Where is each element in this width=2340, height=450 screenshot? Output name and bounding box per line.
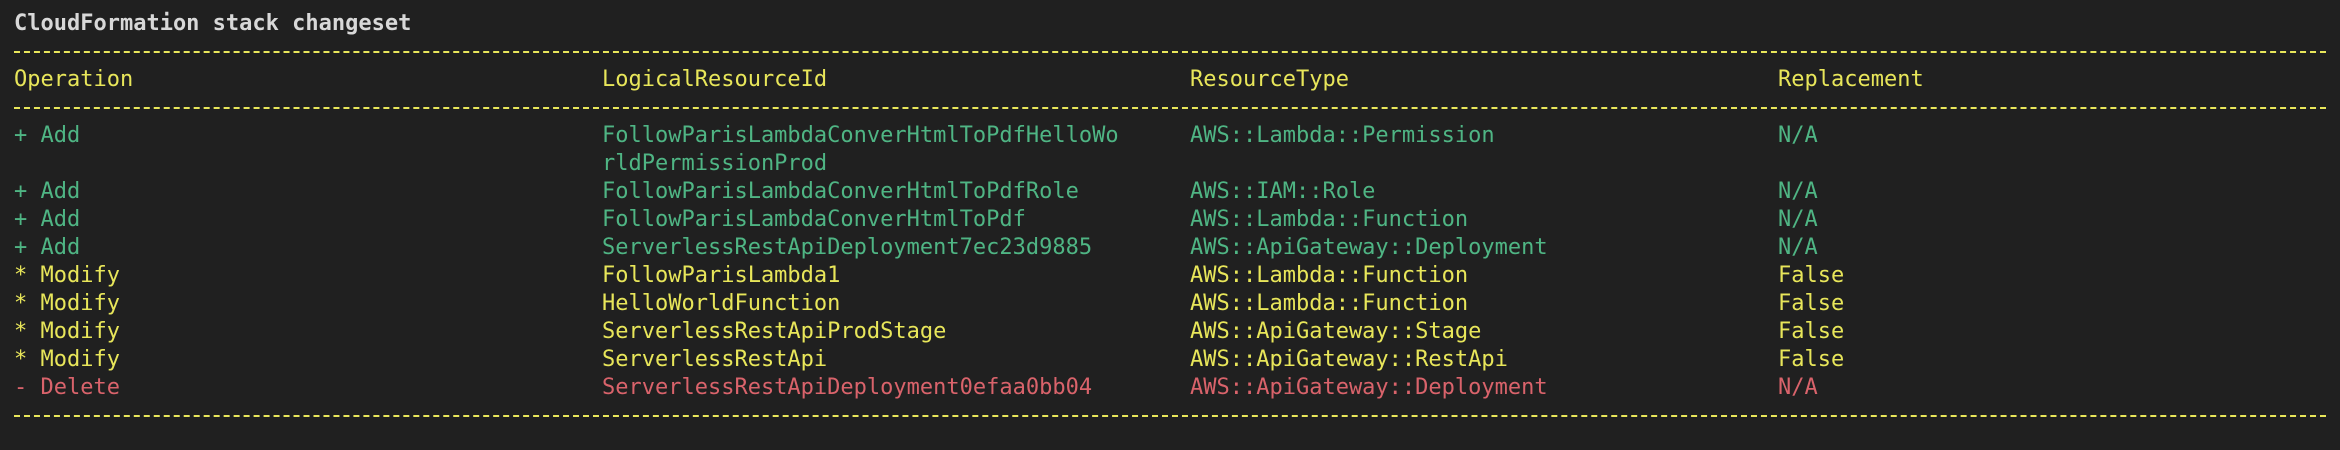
row-resource-type: AWS::Lambda::Function [1190,291,1469,316]
row-logical-id: ServerlessRestApi [602,347,828,372]
header-resource-type: ResourceType [1190,67,1349,92]
row-replacement: N/A [1778,179,1818,204]
table-row: * Modify ServerlessRestApi AWS::ApiGatew… [14,346,2340,374]
row-resource-type: AWS::Lambda::Permission [1190,123,1495,148]
row-operation: + Add [14,123,81,148]
row-operation: + Add [14,179,81,204]
header-divider [14,94,2326,122]
changeset-rows: + Add FollowParisLambdaConverHtmlToPdfHe… [14,122,2340,402]
table-row: + Add FollowParisLambdaConverHtmlToPdfHe… [14,122,2340,178]
row-resource-type: AWS::Lambda::Function [1190,207,1469,232]
row-replacement: False [1778,319,1845,344]
row-resource-type: AWS::ApiGateway::Deployment [1190,235,1548,260]
row-replacement: False [1778,263,1845,288]
row-logical-id: FollowParisLambda1 [602,263,841,288]
table-row: + Add FollowParisLambdaConverHtmlToPdf A… [14,206,2340,234]
row-resource-type: AWS::ApiGateway::RestApi [1190,347,1508,372]
row-operation: * Modify [14,347,120,372]
table-row: + Add ServerlessRestApiDeployment7ec23d9… [14,234,2340,262]
table-row: * Modify FollowParisLambda1 AWS::Lambda:… [14,262,2340,290]
table-header: Operation LogicalResourceId ResourceType… [14,66,2340,94]
row-operation: * Modify [14,291,120,316]
row-replacement: False [1778,347,1845,372]
changeset-title: CloudFormation stack changeset [14,11,412,36]
row-operation: + Add [14,235,81,260]
row-replacement: False [1778,291,1845,316]
row-replacement: N/A [1778,207,1818,232]
top-divider [14,38,2326,66]
row-logical-id: FollowParisLambdaConverHtmlToPdfRole [602,179,1079,204]
row-resource-type: AWS::Lambda::Function [1190,263,1469,288]
row-replacement: N/A [1778,123,1818,148]
header-operation: Operation [14,67,134,92]
table-row: * Modify ServerlessRestApiProdStage AWS:… [14,318,2340,346]
row-replacement: N/A [1778,235,1818,260]
table-row: + Add FollowParisLambdaConverHtmlToPdfRo… [14,178,2340,206]
row-replacement: N/A [1778,375,1818,400]
header-replacement: Replacement [1778,67,1924,92]
row-operation: - Delete [14,375,120,400]
table-row: - Delete ServerlessRestApiDeployment0efa… [14,374,2340,402]
row-logical-id: FollowParisLambdaConverHtmlToPdf [602,207,1026,232]
row-operation: * Modify [14,263,120,288]
row-resource-type: AWS::IAM::Role [1190,179,1376,204]
table-row: * Modify HelloWorldFunction AWS::Lambda:… [14,290,2340,318]
row-resource-type: AWS::ApiGateway::Deployment [1190,375,1548,400]
row-logical-id: HelloWorldFunction [602,291,841,316]
row-logical-id: ServerlessRestApiDeployment0efaa0bb04 [602,375,1093,400]
row-logical-id: FollowParisLambdaConverHtmlToPdfHelloWo … [602,123,1119,176]
header-logical-resource-id: LogicalResourceId [602,67,828,92]
bottom-divider [14,402,2326,430]
row-operation: + Add [14,207,81,232]
row-logical-id: ServerlessRestApiDeployment7ec23d9885 [602,235,1093,260]
row-resource-type: AWS::ApiGateway::Stage [1190,319,1482,344]
row-logical-id: ServerlessRestApiProdStage [602,319,947,344]
row-operation: * Modify [14,319,120,344]
